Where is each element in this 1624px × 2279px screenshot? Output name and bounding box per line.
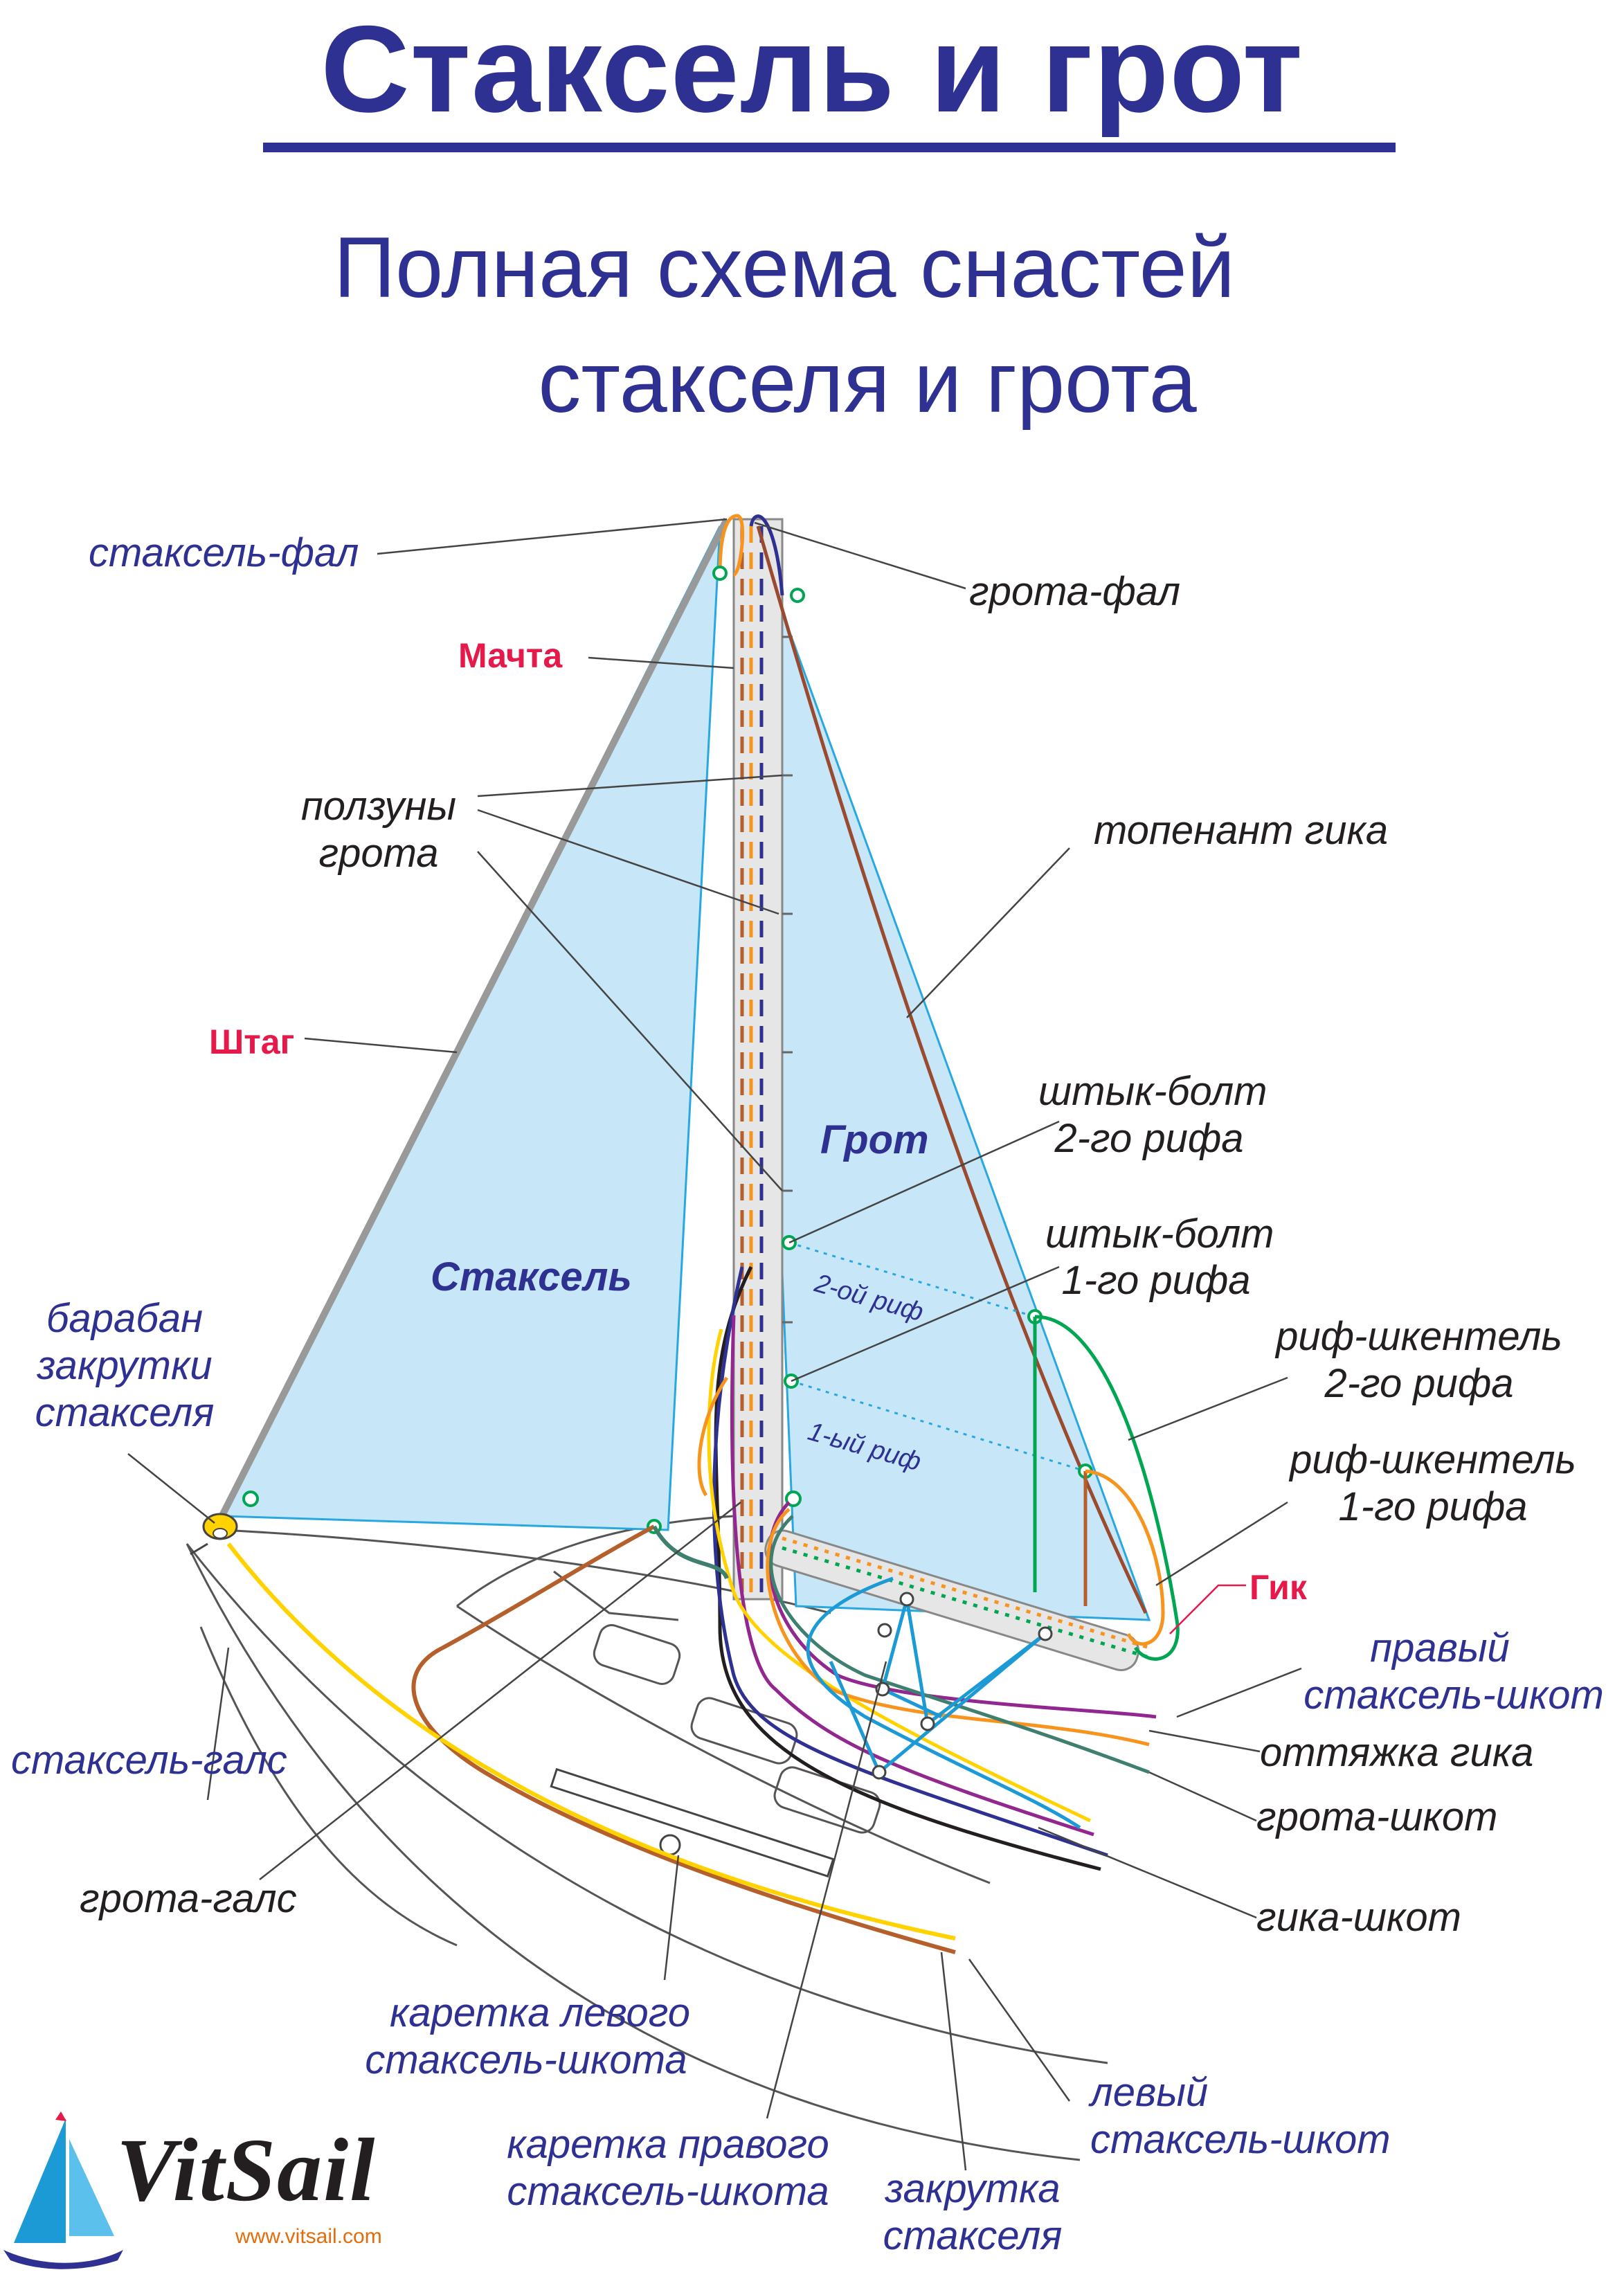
jib-car-track [550,1767,835,1878]
label-levyi-line2: стаксель-шкот [1090,2117,1391,2162]
label-shkentel1-line2: 1-го рифа [1338,1484,1528,1529]
label-baraban-line2: закрутки [37,1343,213,1388]
label-shkentel2-line2: 2-го рифа [1324,1361,1514,1406]
label-grota-fal: грота-фал [969,569,1181,614]
label-grota-shkot: грота-шкот [1256,1794,1498,1839]
label-shtyk1-line2: 1-го рифа [1061,1258,1251,1303]
label-polzuny-line1: ползуны [300,784,457,829]
label-karetka-lev-line2: стаксель-шкота [365,2037,687,2082]
label-karetka-prav-line2: стаксель-шкота [507,2169,829,2214]
furling-line [226,1542,956,1940]
label-shtag: Штаг [209,1023,295,1061]
mast-halyards-inside [740,526,764,1592]
label-zakrutka-line1: закрутка [885,2166,1061,2211]
page-title: Стаксель и грот [321,0,1303,138]
title-underline [263,143,1396,152]
label-zakrutka-line2: стакселя [883,2213,1063,2258]
label-polzuny-line2: грота [318,831,439,876]
label-baraban-line1: барабан [46,1296,204,1341]
label-gika-shkot: гика-шкот [1256,1895,1461,1940]
label-topenant: топенант гика [1094,808,1389,853]
label-karetka-prav-line1: каретка правого [507,2122,829,2167]
reef-pennants [1033,1315,1180,1661]
label-ottyazhka: оттяжка гика [1260,1730,1534,1775]
cringles [242,566,1093,1534]
label-shtyk1-line1: штык-болт [1045,1211,1274,1256]
label-levyi-line1: левый [1090,2070,1209,2115]
subtitle-line-2: стакселя и грота [538,335,1197,431]
reef-rows [788,1241,1086,1472]
label-grota-gals: грота-галс [80,1876,297,1921]
label-karetka-lev-line1: каретка левого [389,1990,690,2035]
label-shkentel1-line1: риф-шкентель [1290,1437,1576,1482]
vitsail-url[interactable]: www.vitsail.com [235,2225,382,2248]
label-pravyi-line2: стаксель-шкот [1303,1673,1604,1718]
label-staksel: Стаксель [431,1254,632,1299]
boom-dots [782,1536,1150,1659]
subtitle-line-1: Полная схема снастей [333,220,1236,316]
cockpit-lines [697,1265,1157,1871]
label-gik: Гик [1249,1568,1307,1607]
label-shtyk2-line1: штык-болт [1038,1069,1267,1114]
leader-lines [127,518,1302,2171]
bow-line [190,1542,208,1556]
hull-outline [186,1515,1108,2161]
label-shkentel2-line1: риф-шкентель [1276,1314,1562,1359]
forestay [217,517,730,1522]
grota-fal-line [749,514,784,596]
label-machta: Мачта [458,636,563,675]
vitsail-logo-sail-icon [3,2111,123,2269]
label-pravyi-line1: правый [1370,1625,1510,1670]
label-shtyk2-line2: 2-го рифа [1054,1116,1244,1161]
label-grot: Грот [820,1117,929,1162]
staksel-fal-line [718,514,745,577]
label-staksel-fal: стаксель-фал [89,530,359,575]
vitsail-logo-text: VitSail [116,2120,377,2220]
label-staksel-gals: стаксель-галс [11,1738,287,1783]
label-baraban-line3: стакселя [35,1390,215,1435]
